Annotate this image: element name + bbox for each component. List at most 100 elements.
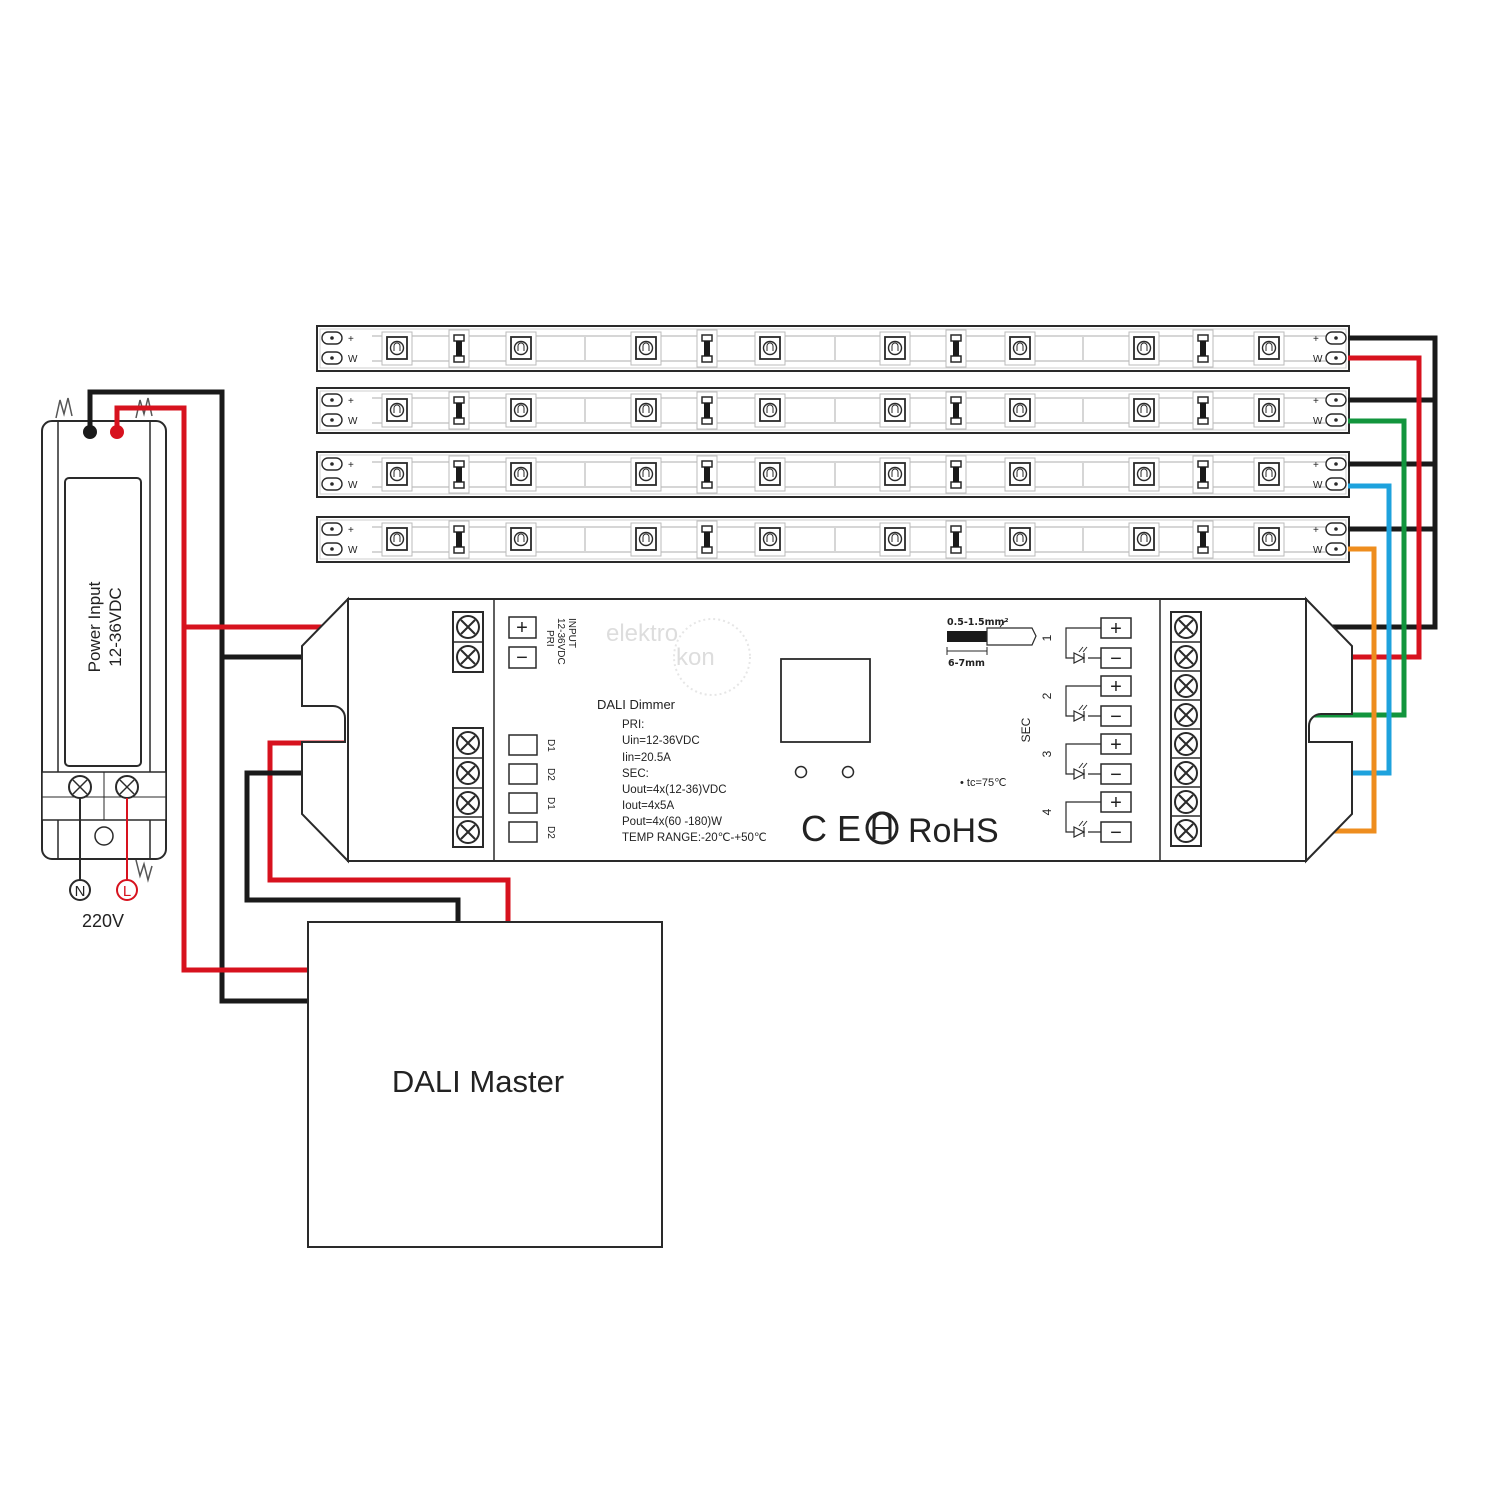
led-chip — [630, 331, 662, 366]
led-chip-mark — [1265, 404, 1273, 413]
strip-w-label: W — [348, 480, 358, 491]
strip-plus-label: + — [348, 334, 354, 345]
brand-watermark: elektro kon — [606, 618, 751, 696]
led-chip-mark — [1265, 468, 1273, 477]
screw-slot — [1178, 794, 1194, 810]
input-plus-sign: + — [516, 617, 528, 639]
led-chip — [1253, 393, 1285, 428]
strip-pad-dot — [330, 418, 334, 422]
strip-pad-dot — [1334, 547, 1338, 551]
resistor-cap — [453, 334, 465, 342]
resistor-cap — [701, 417, 713, 425]
led-chip — [879, 522, 911, 557]
strip-length-label: 6-7mm — [948, 658, 985, 669]
led-chip — [1128, 331, 1160, 366]
channel-plus-sign: + — [1110, 734, 1122, 756]
product-name: DALI Dimmer — [597, 697, 676, 712]
psu-connections: N L 220V — [69, 425, 138, 931]
strip-pad-dot — [330, 527, 334, 531]
strip-plus-label: + — [1313, 460, 1319, 471]
dali-master-box — [307, 921, 663, 1248]
strip-plus-label: + — [1313, 525, 1319, 536]
input-plus-box — [508, 616, 537, 639]
dali-terminals — [452, 727, 484, 848]
resistor-cap — [950, 334, 962, 342]
dimmer-button[interactable] — [780, 658, 871, 743]
led-strip: +W+W — [316, 516, 1350, 563]
led-strip-trace — [372, 526, 1340, 553]
psu-bottom-clip — [135, 859, 153, 883]
brand-line2: kon — [676, 644, 715, 671]
screw-slot — [1178, 649, 1194, 665]
spec-uout: Uout=4x(12-36)VDC — [622, 784, 727, 796]
wire-gauge-pointer — [999, 620, 1006, 628]
resistor-body — [456, 403, 462, 418]
resistor — [448, 520, 470, 559]
led-chip — [1253, 331, 1285, 366]
resistor-body — [456, 532, 462, 547]
led-chip — [1004, 331, 1036, 366]
resistor-body — [1200, 532, 1206, 547]
led-chip — [1253, 522, 1285, 557]
strip-plus-label: + — [1313, 396, 1319, 407]
led-chip — [1128, 393, 1160, 428]
psu-screw-slash — [72, 779, 88, 795]
strip-pad-dot — [1334, 462, 1338, 466]
resistor-cap — [453, 481, 465, 489]
led-chip-mark — [891, 533, 899, 542]
led-chip-mark — [766, 404, 774, 413]
channel-plus-sign: + — [1110, 676, 1122, 698]
led-chip-mark — [517, 468, 525, 477]
channel-plus-sign: + — [1110, 792, 1122, 814]
wire-spec: 0.5-1.5mm² 6-7mm — [946, 617, 1037, 669]
screw-slot — [460, 649, 476, 665]
strip-pad-dot — [1334, 356, 1338, 360]
resistor-cap — [701, 334, 713, 342]
resistor — [448, 455, 470, 494]
channel-minus-sign: − — [1110, 764, 1122, 786]
brand-line1: elektro — [606, 620, 678, 647]
neutral-symbol: N — [75, 883, 86, 900]
led-chip — [754, 522, 786, 557]
resistor-body — [704, 467, 710, 482]
psu-label-panel — [64, 477, 142, 767]
led-chip-mark — [517, 533, 525, 542]
screw-slot — [460, 824, 476, 840]
resistor-cap — [950, 481, 962, 489]
channel-number: 4 — [1040, 808, 1054, 815]
led-chip-mark — [517, 404, 525, 413]
screw-slot — [1178, 823, 1194, 839]
channel-number: 2 — [1040, 692, 1054, 699]
strip-w-label: W — [348, 354, 358, 365]
led-strip-body — [316, 325, 1350, 372]
resistor-cap — [701, 396, 713, 404]
led-chip — [381, 331, 413, 366]
output-channel: 3+− — [1040, 733, 1132, 786]
led-strip-body — [316, 516, 1350, 563]
strip-pad-dot — [330, 398, 334, 402]
led-strip-trace — [372, 461, 1340, 488]
resistor — [448, 391, 470, 430]
channel-led-wire — [1065, 801, 1101, 833]
led-chip-mark — [1016, 468, 1024, 477]
resistor-body — [456, 467, 462, 482]
resistor-cap — [950, 417, 962, 425]
resistor-cap — [453, 417, 465, 425]
resistor-body — [953, 532, 959, 547]
dali-terminal-box — [508, 821, 538, 843]
led-chip — [1004, 522, 1036, 557]
output-channels: 1+−2+−3+−4+− — [1040, 617, 1132, 844]
led-chip — [1253, 457, 1285, 492]
screw-slot — [1178, 765, 1194, 781]
resistor-cap — [1197, 417, 1209, 425]
live-symbol: L — [123, 883, 131, 900]
resistor-body — [704, 532, 710, 547]
led-strip-inner — [319, 454, 1347, 495]
led-chip — [1004, 457, 1036, 492]
resistor — [696, 391, 718, 430]
mains-voltage-label: 220V — [82, 911, 124, 931]
dali-terminal-label: D2 — [545, 826, 556, 839]
channel-minus-sign: − — [1110, 706, 1122, 728]
led-chip — [630, 522, 662, 557]
led-chip — [505, 457, 537, 492]
